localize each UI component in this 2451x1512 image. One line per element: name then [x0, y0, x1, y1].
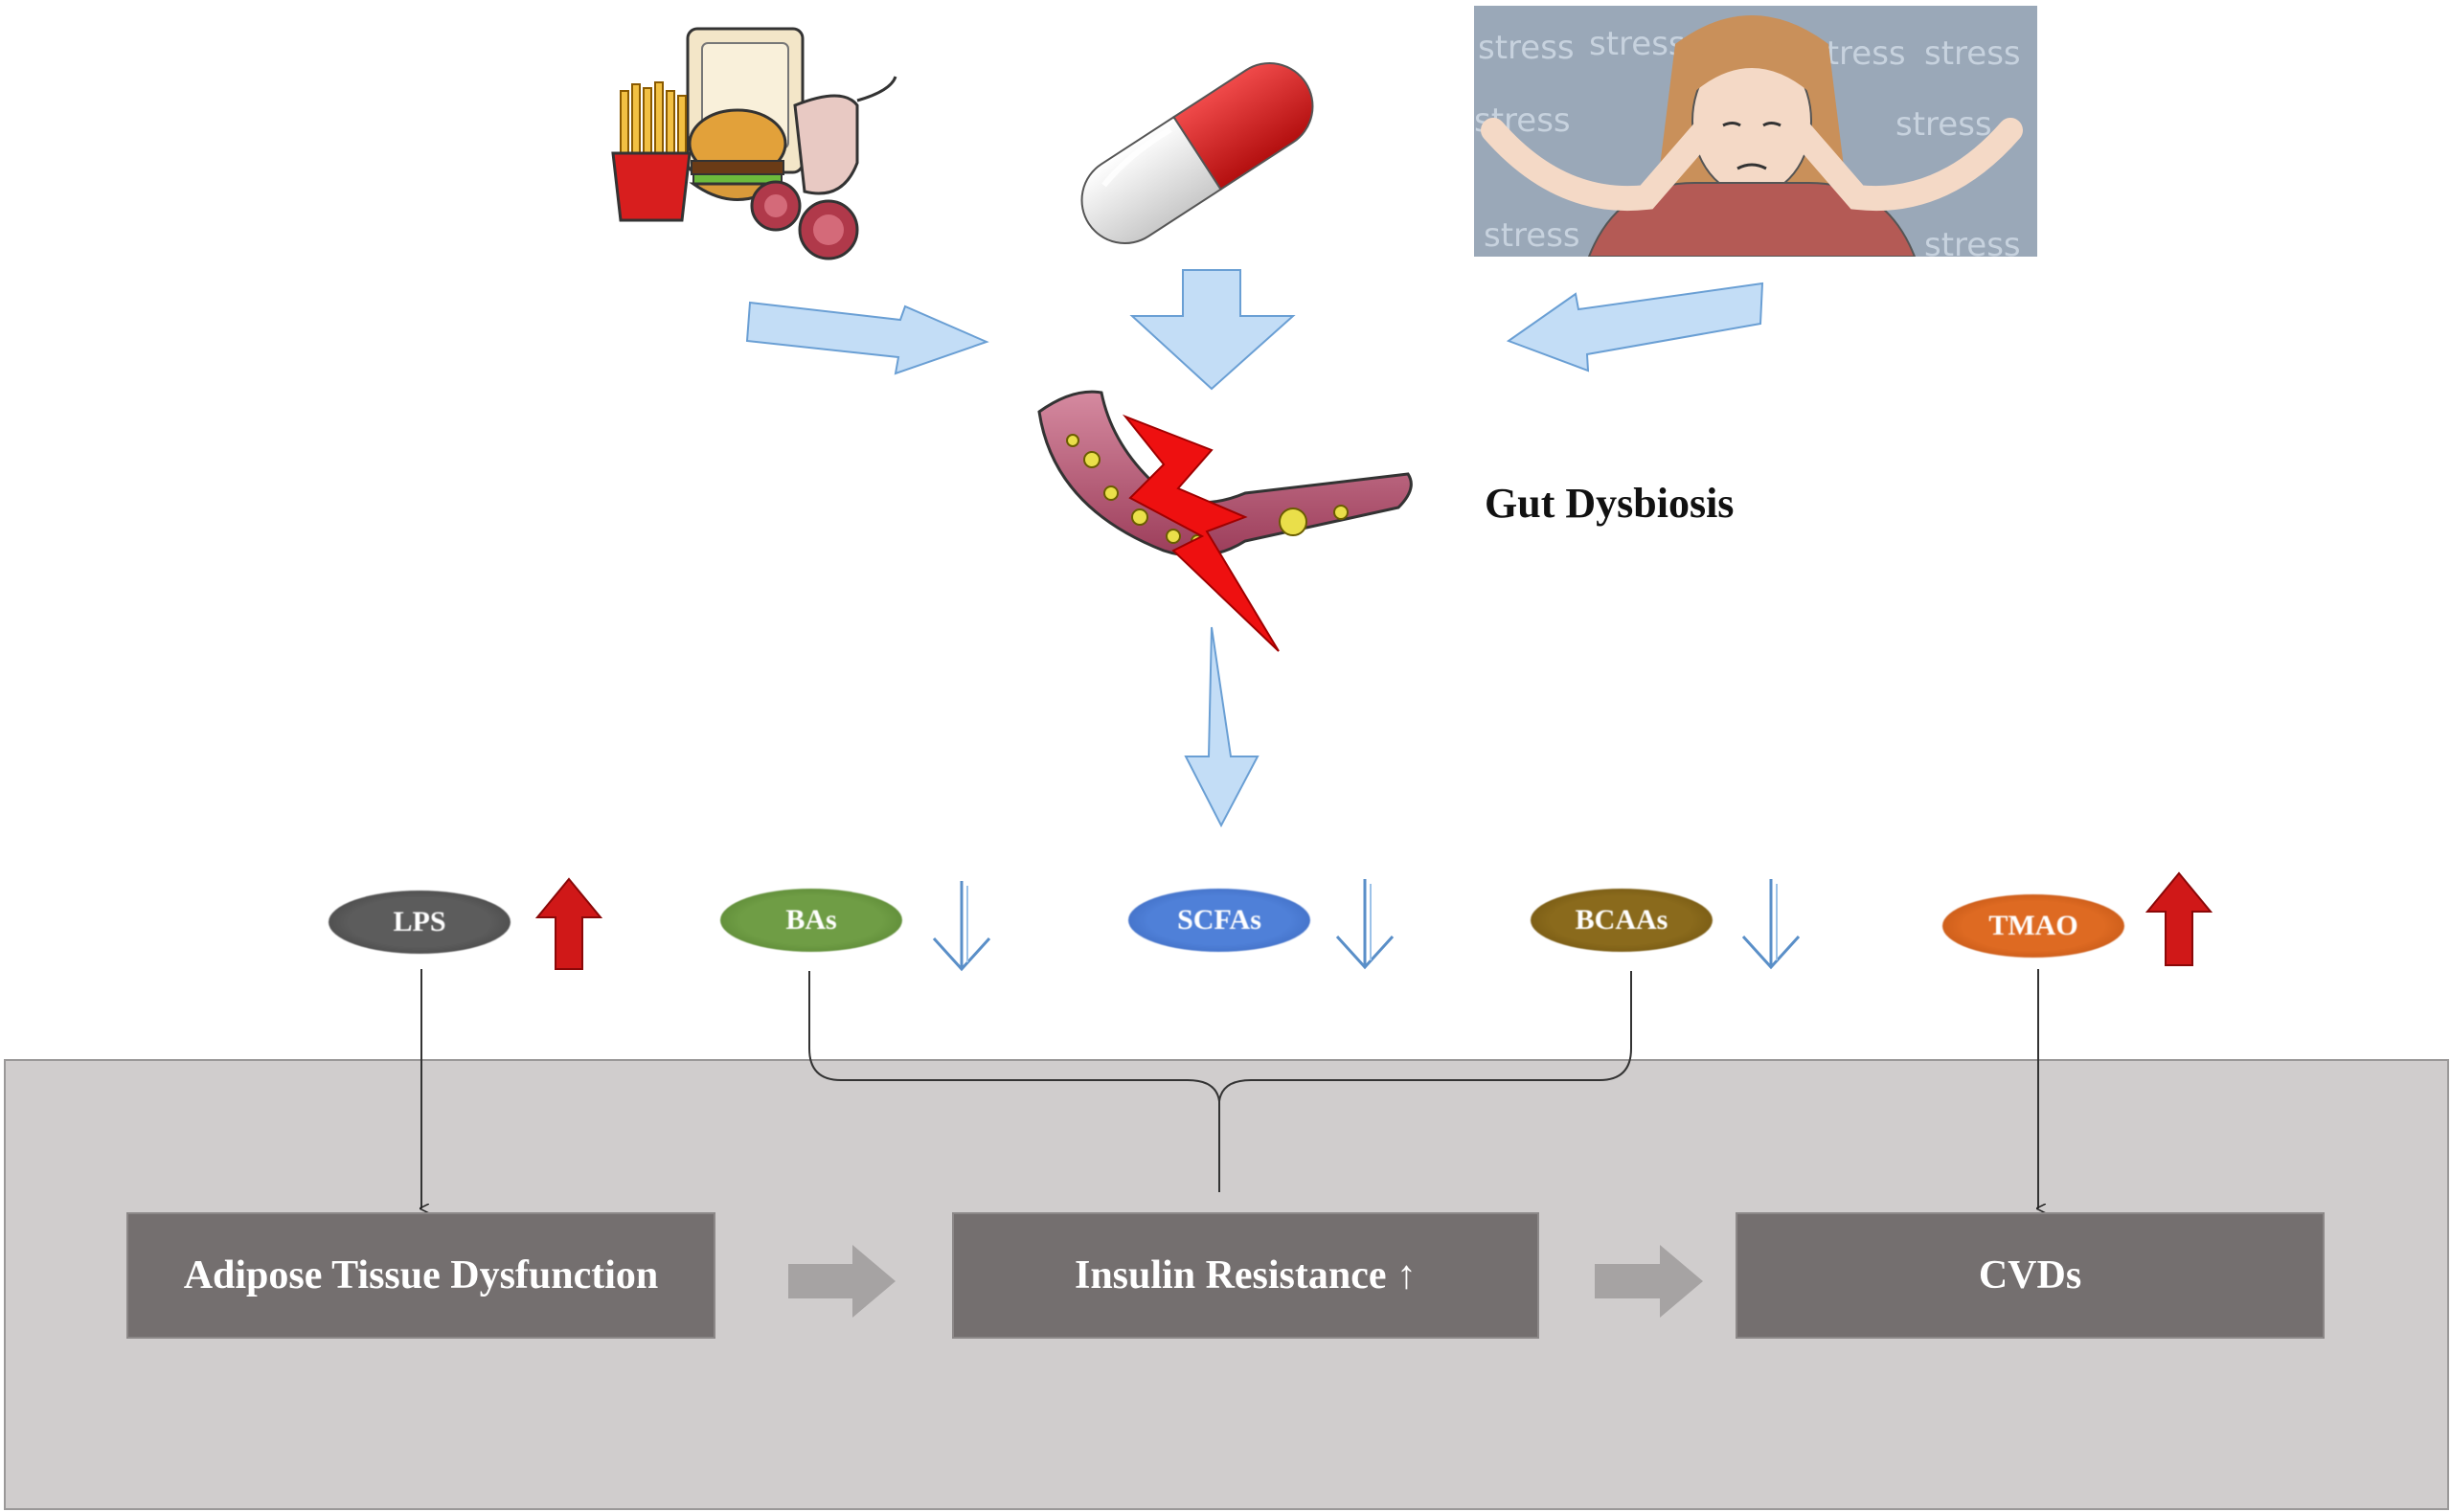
- arrow-gut-to-metabolites: [1184, 626, 1260, 828]
- outcome-cvds: CVDs: [1736, 1212, 2325, 1339]
- damaged-intestine-icon: [1037, 390, 1413, 652]
- metabolite-label: BAs: [785, 904, 837, 936]
- trend-down-bas: [932, 881, 991, 972]
- metabolite-scfas: SCFAs: [1128, 889, 1310, 952]
- stress-bg-word: stress: [1484, 216, 1580, 255]
- stress-bg-word: stress: [1478, 29, 1575, 67]
- stressed-woman-icon: stress stress stress stress stress stres…: [1474, 6, 2037, 257]
- outcome-insulin-resistance: Insulin Resistance ↑: [952, 1212, 1539, 1339]
- arrow-from-pill: [1129, 269, 1296, 391]
- outcome-adipose-tissue-dysfunction: Adipose Tissue Dysfunction: [126, 1212, 715, 1339]
- pill-capsule-icon: [1080, 62, 1314, 244]
- outcome-flow-arrows: [788, 1245, 1703, 1318]
- outcome-label: Adipose Tissue Dysfunction: [183, 1253, 659, 1298]
- bracket-bas-bcaas: [808, 971, 1632, 1192]
- cause-arrows: [745, 269, 1764, 391]
- stress-bg-word: stress: [1924, 34, 2021, 73]
- metabolite-bcaas: BCAAs: [1531, 889, 1713, 952]
- metabolite-tmao: TMAO: [1942, 894, 2124, 958]
- metabolite-label: SCFAs: [1177, 904, 1261, 936]
- flow-arrow-2: [1595, 1245, 1703, 1318]
- stress-bg-word: stress: [1589, 25, 1686, 63]
- trend-up-tmao: [2145, 871, 2213, 966]
- trend-up-lps: [534, 877, 603, 970]
- metabolite-label: BCAAs: [1575, 904, 1668, 936]
- metabolite-label: TMAO: [1988, 910, 2078, 941]
- gut-dysbiosis-label: Gut Dysbiosis: [1485, 480, 1735, 527]
- arrow-from-stress: [1506, 282, 1764, 372]
- connector-lines: [421, 969, 2038, 1208]
- flow-arrow-1: [788, 1245, 896, 1318]
- trend-down-scfas: [1335, 879, 1395, 970]
- metabolite-label: LPS: [393, 906, 446, 937]
- metabolite-lps: LPS: [329, 891, 511, 954]
- stress-bg-word: stress: [1924, 226, 2021, 257]
- stress-bg-word: stress: [1895, 105, 1992, 144]
- fast-food-icon: [611, 27, 897, 260]
- trend-down-bcaas: [1741, 879, 1801, 970]
- arrow-from-food: [745, 301, 989, 375]
- metabolite-bas: BAs: [720, 889, 902, 952]
- outcome-label: CVDs: [1978, 1253, 2082, 1298]
- outcome-label: Insulin Resistance ↑: [1074, 1253, 1418, 1298]
